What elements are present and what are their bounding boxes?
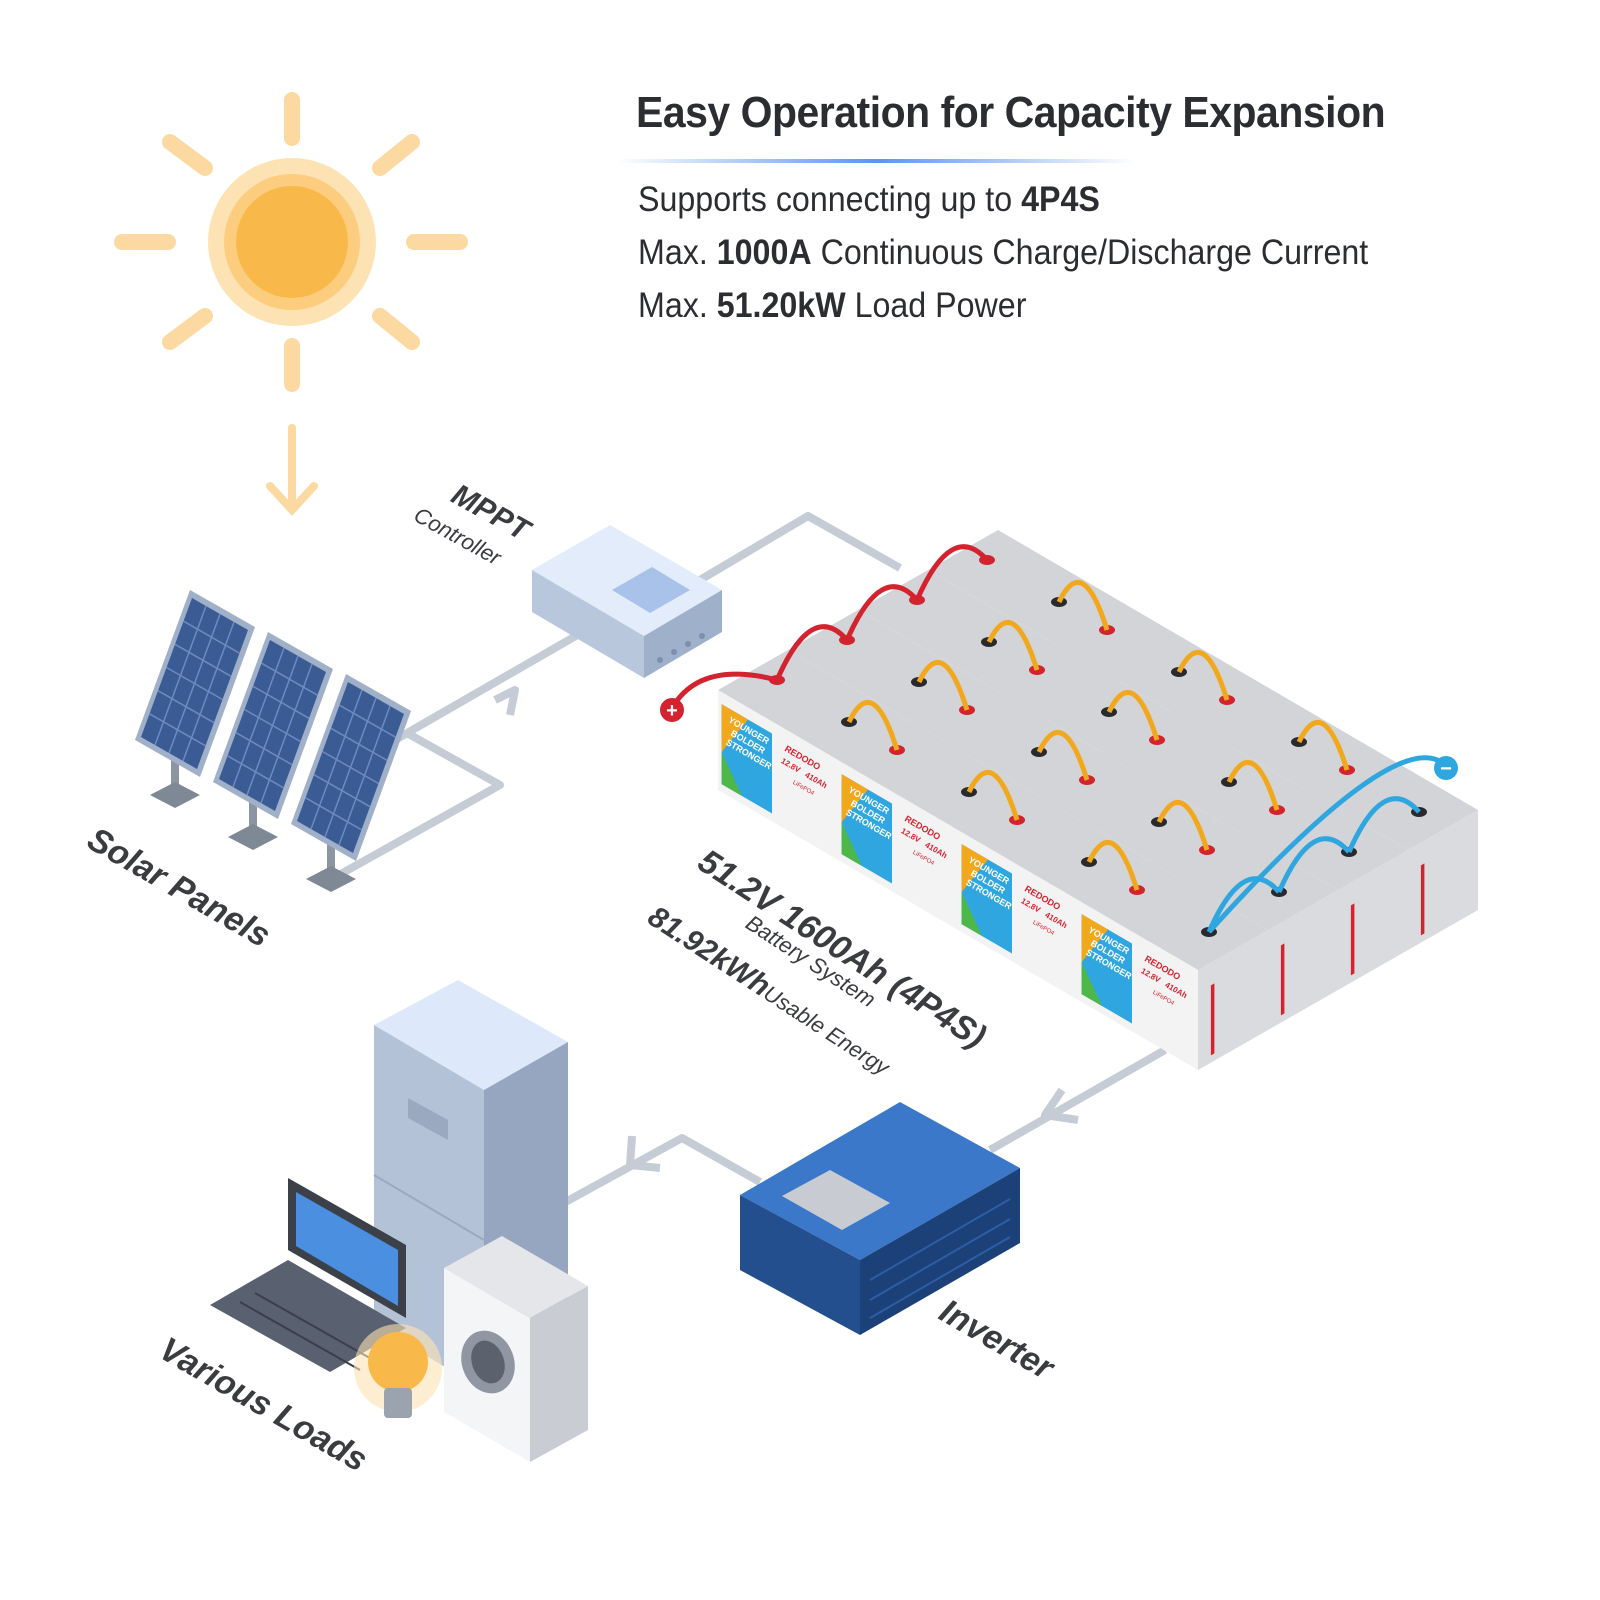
spec-value: 4P4S — [1021, 180, 1100, 219]
mppt-controller-illustration — [532, 525, 722, 678]
spec-text: Continuous Charge/Discharge Current — [811, 233, 1369, 272]
spec-value: 51.20kW — [716, 286, 846, 325]
solar-panel — [135, 590, 255, 808]
spec-value: 1000A — [716, 233, 812, 272]
page-title: Easy Operation for Capacity Expansion — [636, 88, 1386, 137]
negative-lead — [1207, 755, 1448, 934]
washing-machine-illustration — [444, 1236, 588, 1462]
positive-lead — [669, 671, 778, 710]
spec-line-power: Max. 51.20kW Load Power — [638, 286, 1026, 326]
series-cable — [1036, 730, 1090, 781]
light-bulb-icon — [354, 1324, 442, 1418]
series-cable — [1086, 840, 1140, 891]
laptop-illustration — [210, 1178, 406, 1372]
series-cable — [1176, 650, 1230, 701]
parallel-cable — [1276, 836, 1351, 894]
series-cable — [1226, 760, 1280, 811]
solar-panels-illustration — [135, 590, 411, 892]
parallel-cable — [1346, 796, 1421, 854]
spec-text: Supports connecting up to — [638, 180, 1022, 219]
series-cable — [916, 660, 970, 711]
parallel-cable — [844, 584, 919, 642]
parallel-cable — [914, 544, 989, 602]
series-cable — [1056, 580, 1110, 631]
positive-terminal-icon: + — [660, 698, 684, 722]
flow-lines — [328, 512, 1167, 1209]
series-cable — [1296, 720, 1350, 771]
battery-cables: +− — [660, 544, 1458, 934]
spec-text: Max. — [638, 233, 717, 272]
series-cable — [1156, 800, 1210, 851]
title-underline — [616, 159, 1136, 163]
spec-line-configuration: Supports connecting up to 4P4S — [638, 180, 1100, 220]
spec-text: Max. — [638, 286, 717, 325]
parallel-cable — [774, 624, 849, 682]
terminal-sign: − — [1440, 758, 1452, 780]
terminal-sign: + — [666, 700, 678, 722]
negative-terminal-icon: − — [1434, 756, 1458, 780]
solar-panel — [213, 632, 333, 850]
series-cable — [1106, 690, 1160, 741]
series-cable — [986, 620, 1040, 671]
inverter-illustration — [740, 1102, 1020, 1335]
series-cable — [846, 700, 900, 751]
sunlight-arrow-icon — [266, 424, 318, 516]
spec-line-current: Max. 1000A Continuous Charge/Discharge C… — [638, 233, 1368, 273]
solar-panel — [291, 674, 411, 892]
parallel-cable — [1206, 876, 1281, 934]
series-cable — [966, 770, 1020, 821]
spec-text: Load Power — [845, 286, 1027, 325]
sun-icon — [114, 92, 468, 392]
